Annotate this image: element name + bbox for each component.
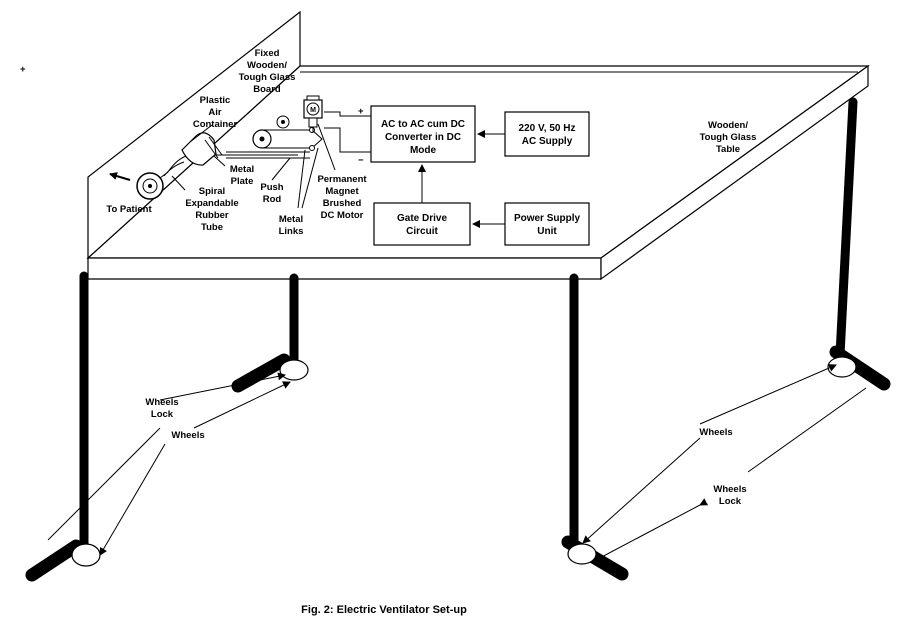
patient-port — [109, 171, 169, 200]
power-supply-label-1: Power Supply — [514, 213, 581, 224]
svg-text:Push: Push — [260, 182, 283, 193]
svg-text:Rod: Rod — [263, 194, 282, 205]
svg-text:Rubber: Rubber — [195, 210, 229, 221]
ac-supply-label-1: 220 V, 50 Hz — [519, 123, 576, 134]
label-wheels-left: Wheels — [171, 430, 204, 441]
svg-text:Wheels: Wheels — [145, 397, 178, 408]
label-wheels-lock-left: Wheels Lock — [145, 397, 178, 420]
plus-sign: + — [358, 106, 364, 117]
converter-box: AC to AC cum DC Converter in DC Mode — [370, 105, 476, 163]
figure-caption: Fig. 2: Electric Ventilator Set-up — [301, 604, 467, 616]
svg-text:Lock: Lock — [719, 496, 742, 507]
stray-mark: + — [20, 64, 26, 75]
svg-text:Table: Table — [716, 144, 740, 155]
label-push-rod: Push Rod — [260, 182, 283, 205]
wheel-left-back — [231, 353, 309, 393]
table-legs — [79, 97, 858, 553]
power-supply-box: Power Supply Unit — [504, 202, 590, 246]
label-wheels-right: Wheels — [699, 427, 732, 438]
label-plate: Metal Plate — [230, 164, 254, 187]
air-container — [163, 132, 223, 177]
svg-text:Metal: Metal — [230, 164, 254, 175]
svg-text:Expandable: Expandable — [185, 198, 238, 209]
svg-text:Wooden/: Wooden/ — [708, 120, 748, 131]
svg-text:Wheels: Wheels — [713, 484, 746, 495]
mechanism — [208, 115, 323, 159]
svg-text:Links: Links — [279, 226, 304, 237]
dc-motor: M — [303, 95, 323, 128]
label-motor: Permanent Magnet Brushed DC Motor — [317, 174, 367, 221]
motor-symbol: M — [310, 107, 316, 114]
label-tube: Spiral Expandable Rubber Tube — [185, 186, 238, 233]
svg-text:Lock: Lock — [151, 409, 174, 420]
gate-drive-box: Gate Drive Circuit — [373, 202, 471, 246]
block-connections: + − — [324, 106, 505, 228]
label-patient: To Patient — [106, 204, 152, 215]
svg-text:Tube: Tube — [201, 222, 223, 233]
converter-label-2: Converter in DC — [385, 132, 461, 143]
wheel-callouts — [47, 364, 867, 561]
label-board: Fixed Wooden/ Tough Glass Board — [239, 48, 296, 95]
svg-text:Wooden/: Wooden/ — [247, 60, 287, 71]
wheel-right-back — [827, 345, 891, 391]
wheel-right-front — [561, 535, 629, 581]
svg-text:Plate: Plate — [231, 176, 254, 187]
ac-supply-box: 220 V, 50 Hz AC Supply — [504, 111, 590, 157]
svg-text:Magnet: Magnet — [325, 186, 359, 197]
table-top — [86, 64, 870, 281]
power-supply-label-2: Unit — [537, 226, 557, 237]
svg-text:Tough Glass: Tough Glass — [700, 132, 757, 143]
fixed-board — [87, 10, 301, 260]
svg-text:Tough Glass: Tough Glass — [239, 72, 296, 83]
svg-text:Container: Container — [193, 119, 238, 130]
converter-label-3: Mode — [410, 145, 437, 156]
gate-drive-label-2: Circuit — [406, 226, 438, 237]
converter-label-1: AC to AC cum DC — [381, 119, 465, 130]
component-callouts — [171, 123, 336, 209]
svg-text:Spiral: Spiral — [199, 186, 225, 197]
label-container: Plastic Air Container — [193, 95, 238, 130]
label-links: Metal Links — [279, 214, 304, 237]
ac-supply-label-2: AC Supply — [522, 136, 573, 147]
svg-text:Air: Air — [208, 107, 222, 118]
minus-sign: − — [358, 155, 364, 166]
svg-text:Brushed: Brushed — [323, 198, 362, 209]
gate-drive-label-1: Gate Drive — [397, 213, 447, 224]
wheel-left-front — [25, 539, 101, 582]
svg-text:DC Motor: DC Motor — [321, 210, 364, 221]
label-table: Wooden/ Tough Glass Table — [700, 120, 757, 155]
svg-text:Board: Board — [253, 84, 281, 95]
svg-text:Permanent: Permanent — [317, 174, 367, 185]
svg-text:Fixed: Fixed — [255, 48, 280, 59]
svg-text:Metal: Metal — [279, 214, 303, 225]
label-wheels-lock-right: Wheels Lock — [713, 484, 746, 507]
svg-text:Plastic: Plastic — [200, 95, 231, 106]
